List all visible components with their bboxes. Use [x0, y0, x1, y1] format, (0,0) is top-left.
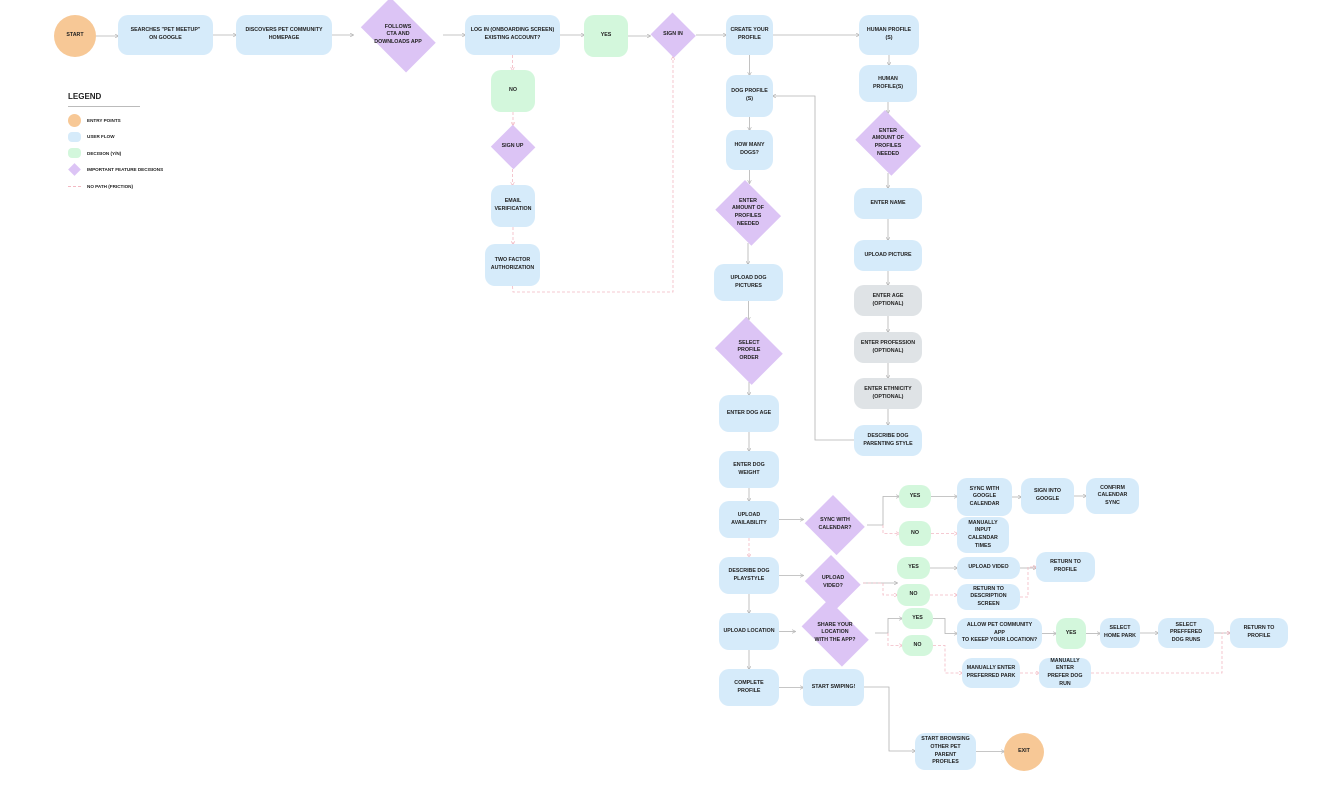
node-twofactor: TWO FACTOR AUTHORIZATION	[485, 244, 540, 286]
node-entereth: ENTER ETHNICITY (OPTIONAL)	[854, 378, 922, 409]
legend-label: DECISION (Y/N)	[87, 150, 122, 156]
edge-no4-to-manualpark	[933, 645, 962, 674]
node-confirmcal: CONFIRM CALENDAR SYNC	[1086, 478, 1139, 514]
legend-item-entry: ENTRY POINTS	[68, 112, 140, 129]
node-signgoogle: SIGN INTO GOOGLE	[1021, 478, 1074, 514]
node-dogage: ENTER DOG AGE	[719, 395, 779, 432]
node-startbrowsing: START BROWSING OTHER PET PARENT PROFILES	[915, 733, 976, 770]
node-selectdogruns: SELECT PREFFERED DOG RUNS	[1158, 618, 1214, 648]
node-enteramounth: ENTER AMOUNT OF PROFILES NEEDED	[852, 113, 924, 173]
node-no1: NO	[491, 70, 535, 112]
node-no3: NO	[897, 584, 930, 606]
node-yes1: YES	[584, 15, 628, 57]
node-startswiping: START SWIPING!	[803, 669, 864, 706]
edge-twofactor-to-signin	[512, 57, 674, 293]
edge-share-to-no4	[887, 633, 902, 646]
edge-returndesc-to-returnprofile	[1020, 567, 1036, 598]
node-synccal: SYNC WITH CALENDAR?	[803, 497, 867, 553]
node-yes4: YES	[902, 608, 933, 629]
node-human1: HUMAN PROFILE (S)	[859, 15, 919, 55]
node-manualcal: MANUALLY INPUT CALENDAR TIMES	[957, 517, 1009, 553]
node-exit: EXIT	[1004, 733, 1044, 771]
node-yes2: YES	[899, 485, 931, 508]
node-dogprofile: DOG PROFILE (S)	[726, 75, 773, 117]
node-howmany: HOW MANY DOGS?	[726, 130, 773, 170]
edge-share-to-yes4	[875, 619, 902, 634]
legend: LEGEND ENTRY POINTS USER FLOW DECISION (…	[68, 92, 163, 195]
legend-swatch-user-flow	[68, 131, 81, 142]
node-returnprofile1: RETURN TO PROFILE	[1036, 552, 1095, 582]
node-uploadvideo2: UPLOAD VIDEO	[957, 557, 1020, 579]
node-selectorder: SELECT PROFILE ORDER	[712, 320, 786, 382]
legend-label: NO PATH (FRICTION)	[87, 183, 134, 189]
edge-synccal-to-yes2	[867, 497, 899, 526]
node-selecthomepark: SELECT HOME PARK	[1100, 618, 1140, 648]
edge-startswiping-to-startbrowsing	[864, 686, 915, 751]
edge-synccal-to-no2	[882, 525, 899, 534]
node-sharelocation: SHARE YOUR LOCATION WITH THE APP?	[795, 606, 875, 660]
node-completeprofile: COMPLETE PROFILE	[719, 669, 779, 706]
node-uploadloc: UPLOAD LOCATION	[719, 613, 779, 650]
node-returnprofile2: RETURN TO PROFILE	[1230, 618, 1288, 648]
legend-swatch-decision	[68, 148, 81, 159]
node-start: START	[54, 15, 96, 57]
node-dogweight: ENTER DOG WEIGHT	[719, 451, 779, 488]
node-describeplay: DESCRIBE DOG PLAYSTYLE	[719, 557, 779, 594]
node-enteramount: ENTER AMOUNT OF PROFILES NEEDED	[712, 183, 784, 243]
edge-yes4-to-allowloc	[933, 618, 957, 634]
node-login: LOG IN (ONBOARDING SCREEN) EXISTING ACCO…	[465, 15, 560, 55]
legend-item-feature-decision: IMPORTANT FEATURE DECISIONS	[68, 162, 163, 179]
node-enterage: ENTER AGE (OPTIONAL)	[854, 285, 922, 316]
legend-swatch-diamond	[68, 163, 81, 176]
node-human2: HUMAN PROFILE(S)	[859, 65, 917, 102]
node-no4: NO	[902, 635, 933, 656]
node-uploadvideo: UPLOAD VIDEO?	[803, 557, 863, 609]
node-manualpark: MANUALLY ENTER PREFERRED PARK	[962, 658, 1020, 688]
node-allowloc: ALLOW PET COMMUNITY APP TO KEEEP YOUR LO…	[957, 618, 1042, 649]
node-create: CREATE YOUR PROFILE	[726, 15, 773, 55]
legend-swatch-entry	[68, 113, 81, 127]
node-searches: SEARCHES "PET MEETUP" ON GOOGLE	[118, 15, 213, 55]
node-email: EMAIL VERIFICATION	[491, 185, 535, 227]
node-no2: NO	[899, 521, 931, 546]
node-entername: ENTER NAME	[854, 188, 922, 219]
node-discovers: DISCOVERS PET COMMUNITY HOMEPAGE	[236, 15, 332, 55]
legend-item-decision: DECISION (Y/N)	[68, 145, 140, 162]
legend-label: USER FLOW	[87, 134, 115, 140]
node-signup: SIGN UP	[490, 125, 535, 169]
legend-item-user-flow: USER FLOW	[68, 129, 140, 146]
node-uploadavail: UPLOAD AVAILABILITY	[719, 501, 779, 538]
legend-title: LEGEND	[68, 92, 140, 107]
node-uploadpicture: UPLOAD PICTURE	[854, 240, 922, 271]
node-manualrun: MANUALLY ENTER PREFER DOG RUN	[1039, 658, 1091, 688]
node-yes3: YES	[897, 557, 930, 579]
node-yes5: YES	[1056, 618, 1086, 649]
legend-label: IMPORTANT FEATURE DECISIONS	[87, 167, 164, 173]
edge-describeparent-to-dogprofile	[773, 96, 854, 441]
legend-item-no-path: NO PATH (FRICTION)	[68, 178, 140, 195]
node-syncgoogle: SYNC WITH GOOGLE CALENDAR	[957, 478, 1012, 516]
node-signin: SIGN IN	[650, 13, 696, 57]
node-describeparent: DESCRIBE DOG PARENTING STYLE	[854, 425, 922, 456]
legend-swatch-dashed-line	[68, 185, 81, 187]
edge-uploadvideo-to-no3	[863, 582, 897, 595]
node-uploaddogpics: UPLOAD DOG PICTURES	[714, 264, 783, 301]
node-follows: FOLLOWS CTA AND DOWNLOADS APP	[353, 5, 443, 65]
node-returndesc: RETURN TO DESCRIPTION SCREEN	[957, 584, 1020, 610]
legend-label: ENTRY POINTS	[87, 117, 121, 123]
node-enterprof: ENTER PROFESSION (OPTIONAL)	[854, 332, 922, 363]
edge-manualrun-to-returnprofile	[1091, 633, 1230, 674]
